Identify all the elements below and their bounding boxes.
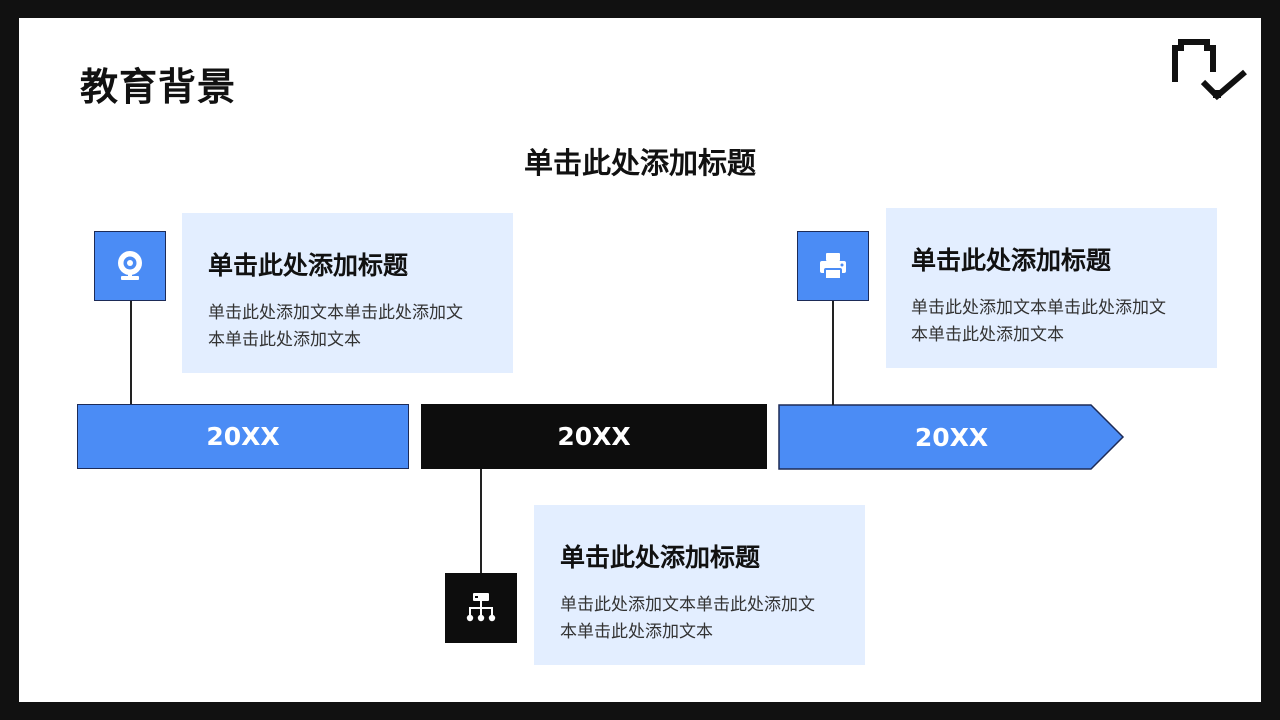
- main-heading: 单击此处添加标题: [523, 146, 756, 180]
- card-1-text-line1: 单击此处添加文本单击此处添加文: [208, 303, 463, 323]
- timeline-year-1: 20XX: [206, 422, 280, 451]
- printer-icon: [820, 253, 846, 280]
- card-1-text-line2: 本单击此处添加文本: [208, 330, 361, 350]
- card-3-text-line1: 单击此处添加文本单击此处添加文: [911, 298, 1166, 318]
- timeline-year-3: 20XX: [914, 422, 989, 452]
- card-1-title: 单击此处添加标题: [208, 251, 409, 280]
- card-3-icon-box: [797, 231, 869, 301]
- card-2: [534, 505, 865, 665]
- card-2-text-line1: 单击此处添加文本单击此处添加文: [560, 595, 815, 615]
- webcam-icon: [118, 251, 142, 280]
- card-3-connector: [832, 301, 834, 405]
- card-2-text-line2: 本单击此处添加文本: [560, 622, 713, 642]
- logo-mark: [1171, 36, 1249, 102]
- org-chart-icon: [466, 593, 496, 622]
- card-3-title: 单击此处添加标题: [911, 246, 1112, 275]
- timeline-segment-2: 20XX: [421, 404, 767, 469]
- page-title: 教育背景: [80, 65, 237, 109]
- card-1: [182, 213, 513, 373]
- timeline-year-2: 20XX: [557, 422, 631, 451]
- card-2-title: 单击此处添加标题: [560, 543, 761, 572]
- card-3-text-line2: 本单击此处添加文本: [911, 325, 1064, 345]
- timeline-segment-1: 20XX: [77, 404, 409, 469]
- card-1-icon-box: [94, 231, 166, 301]
- card-2-connector: [480, 469, 482, 573]
- card-3: [886, 208, 1217, 368]
- card-2-icon-box: [445, 573, 517, 643]
- card-1-connector: [130, 301, 132, 405]
- timeline-segment-3: 20XX: [778, 404, 1125, 470]
- slide: 教育背景 单击此处添加标题 单击此处添加标题 单击此处添加文本单击此处添加文 本…: [19, 18, 1261, 702]
